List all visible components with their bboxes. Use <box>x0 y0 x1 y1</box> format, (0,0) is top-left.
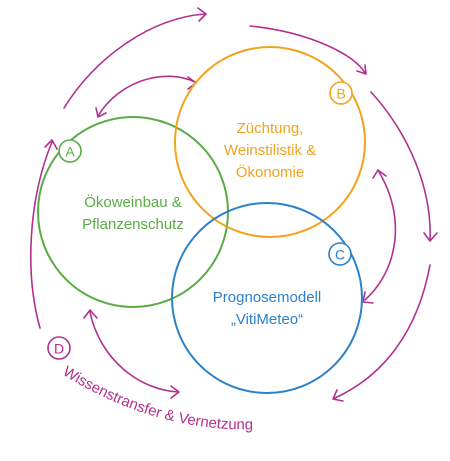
circle-b <box>174 46 366 238</box>
badge-c: C <box>328 242 352 266</box>
label-b-line-1: Züchtung, <box>237 120 304 137</box>
outer-arrow-bottom-right-head <box>332 389 344 402</box>
label-c-line-1: Prognosemodell <box>213 289 321 306</box>
label-c-line-2: „VitiMeteo“ <box>231 311 303 328</box>
outer-arrow-top-right <box>249 25 366 74</box>
outer-ring-caption-path: Wissenstransfer & Vernetzung <box>60 363 253 433</box>
arrow-a-c <box>89 311 179 393</box>
outer-arrow-bottom-right <box>334 264 431 399</box>
outer-arrow-top-head <box>197 7 207 22</box>
badge-a-letter: A <box>65 144 75 160</box>
outer-ring <box>30 7 438 402</box>
arrow-b-c-head-1 <box>372 169 387 179</box>
outer-arrow-left <box>30 141 53 329</box>
badge-d: D <box>47 336 71 360</box>
outer-arrow-right <box>370 91 431 241</box>
outer-arrow-left-head <box>44 139 58 150</box>
label-b-line-2: Weinstilistik & <box>224 142 316 159</box>
label-a-line-2: Pflanzenschutz <box>82 216 184 233</box>
badge-b: B <box>329 81 353 105</box>
label-b: Züchtung, Weinstilistik & Ökonomie <box>224 120 316 181</box>
outer-arrow-right-head <box>423 232 438 242</box>
badge-a: A <box>58 139 82 163</box>
arrow-a-c-head-2 <box>170 385 180 399</box>
badge-b-letter: B <box>336 86 345 102</box>
arrow-b-c-head-2 <box>362 291 374 304</box>
arrow-a-b <box>97 75 196 117</box>
circle-c <box>171 202 363 394</box>
badge-d-letter: D <box>54 341 64 357</box>
label-a: Ökoweinbau & Pflanzenschutz <box>82 193 184 233</box>
outer-arrow-top <box>63 13 206 109</box>
label-a-line-1: Ökoweinbau & <box>84 193 182 211</box>
label-c: Prognosemodell „VitiMeteo“ <box>213 289 321 328</box>
arrow-b-c <box>364 171 397 301</box>
outer-arrow-top-right-head <box>356 64 367 75</box>
badge-c-letter: C <box>335 247 345 263</box>
label-b-line-3: Ökonomie <box>236 163 304 181</box>
arrow-a-b-head-1 <box>95 107 107 118</box>
outer-ring-caption: Wissenstransfer & Vernetzung <box>60 363 253 433</box>
arrow-a-c-head-1 <box>83 309 98 319</box>
